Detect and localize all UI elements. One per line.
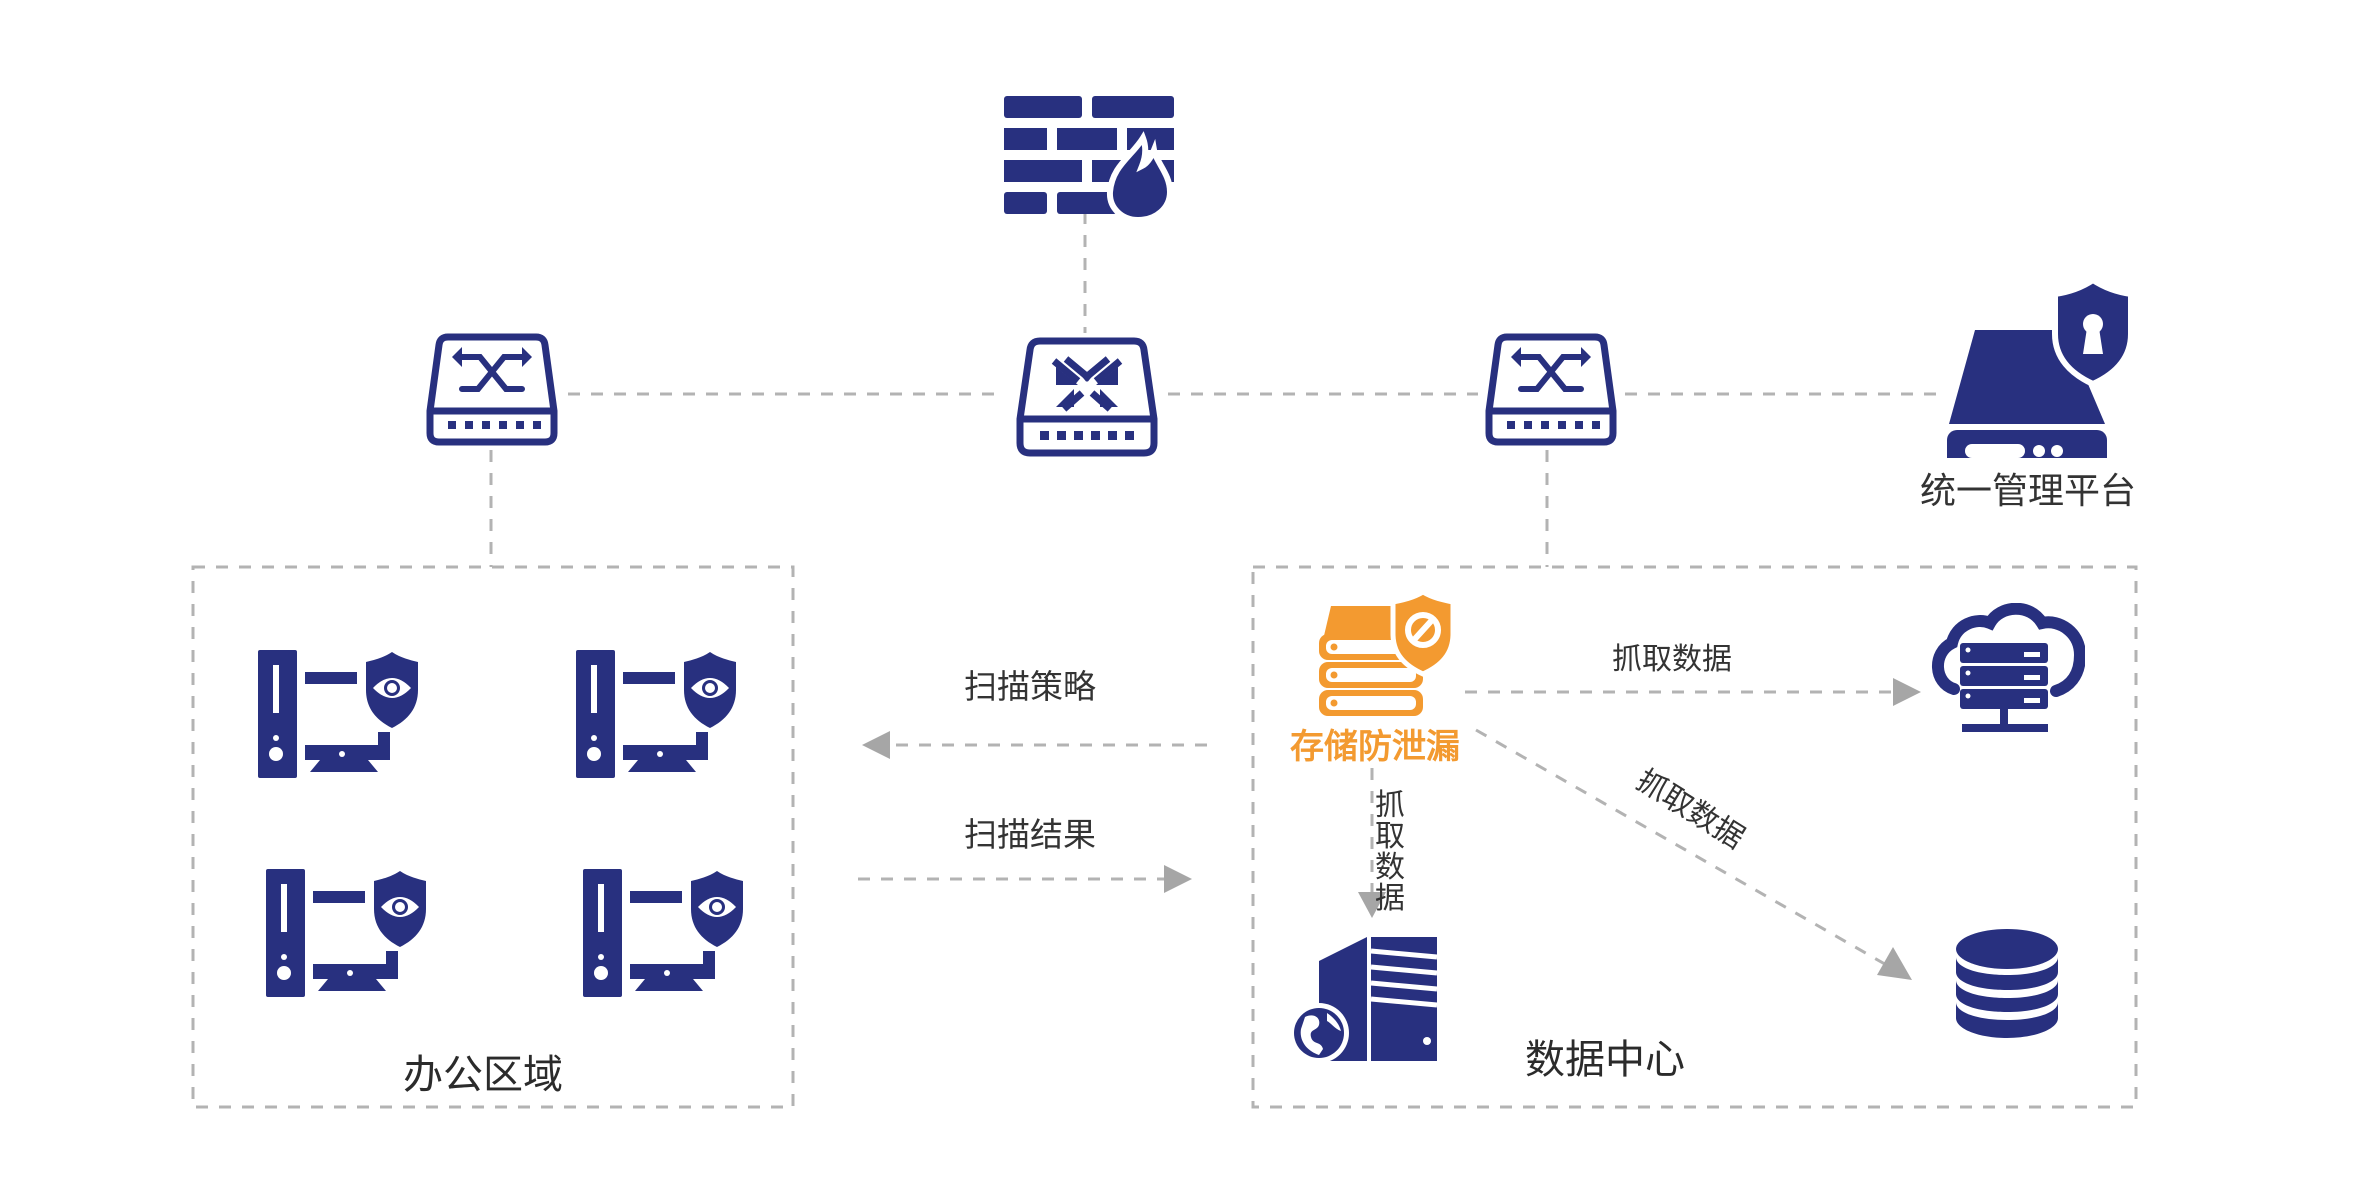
fetch-web-arrowhead (1358, 892, 1386, 918)
secure-drive-icon (1947, 278, 2134, 458)
office-zone: 办公区域 (193, 567, 793, 1107)
management-platform-label: 统一管理平台 (1920, 471, 2137, 512)
cloud-server-icon (1932, 603, 2085, 732)
monitored-pc-icon (583, 869, 743, 997)
office-zone-title: 办公区域 (403, 1052, 563, 1098)
storage-shield-icon (1319, 590, 1456, 716)
database-icon (1956, 929, 2058, 1038)
monitored-pc-icon (576, 650, 736, 778)
fetch-cloud-arrowhead (1893, 678, 1921, 706)
monitored-pc-icon (258, 650, 418, 778)
fetch-web-char: 抓 (1375, 788, 1405, 823)
scan-policy-arrowhead (862, 731, 890, 759)
fetch-web-char: 取 (1375, 819, 1405, 854)
web-server-icon (1289, 937, 1438, 1063)
scan-result-arrowhead (1164, 865, 1192, 893)
fetch-web-char: 数 (1375, 850, 1405, 885)
fetch-cloud-label: 抓取数据 (1612, 642, 1732, 677)
dlp-label: 存储防泄漏 (1290, 727, 1460, 767)
datacenter-zone-title: 数据中心 (1525, 1037, 1685, 1083)
switch-right-icon (1485, 333, 1617, 446)
monitored-pc-icon (266, 869, 426, 997)
fetch-db-arrowhead (1877, 947, 1912, 980)
fetch-db-arrow-line (1475, 728, 1891, 969)
management-platform-node: 统一管理平台 (1915, 278, 2145, 528)
firewall-icon (1004, 96, 1174, 218)
fetch-web-char: 据 (1375, 881, 1405, 916)
office-zone-border (191, 565, 795, 1109)
datacenter-zone-border (1251, 565, 2138, 1109)
scan-result-label: 扫描结果 (964, 815, 1096, 854)
router-center-icon (1016, 337, 1158, 457)
fetch-web-label: 抓 取 数 据 (1374, 790, 1406, 914)
scan-policy-label: 扫描策略 (964, 667, 1096, 706)
switch-left-icon (426, 333, 558, 446)
